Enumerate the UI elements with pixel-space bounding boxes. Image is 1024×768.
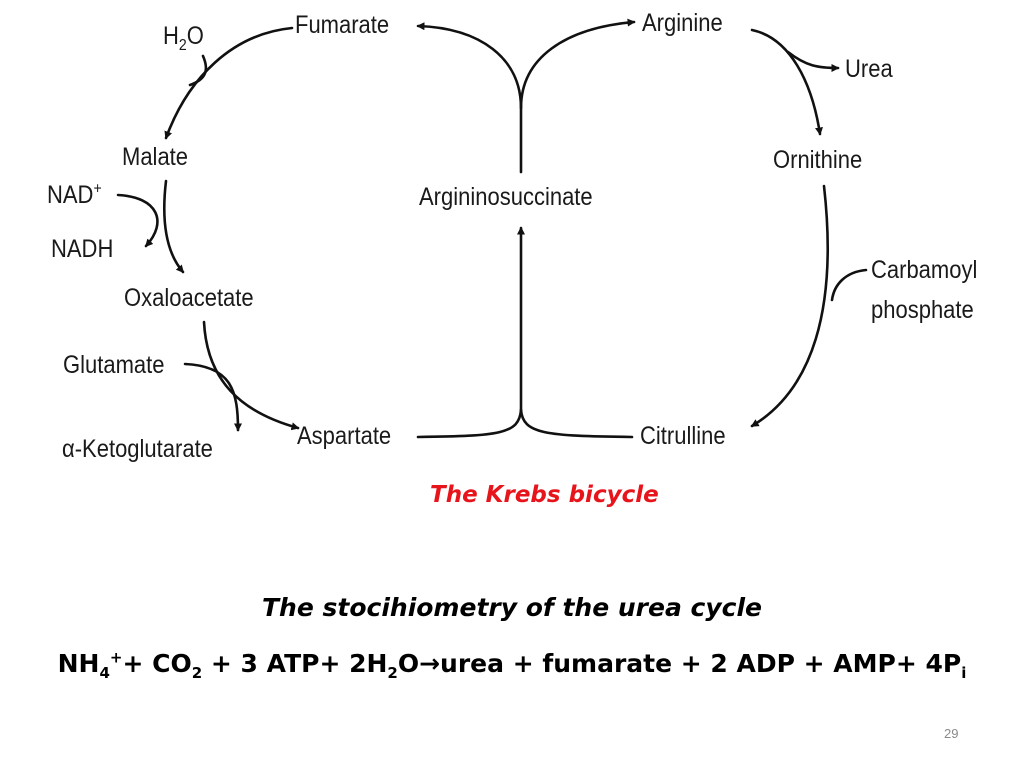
label-alpha-ketoglutarate: α-Ketoglutarate (62, 435, 213, 463)
arrow-to-urea (786, 50, 840, 72)
arrow-citrulline-merge (519, 408, 634, 439)
eq-co: + CO (122, 649, 192, 678)
arrow-ornithine-to-citrulline (750, 184, 830, 428)
arrow-malate-to-oxaloacetate (163, 179, 185, 274)
arrow-to-fumarate (416, 22, 523, 174)
label-aspartate: Aspartate (297, 422, 392, 450)
eq-nh: NH (57, 649, 100, 678)
arrow-nad-to-nadh (116, 193, 159, 248)
eq-products: O→urea + fumarate + 2 ADP + AMP+ 4P (397, 649, 962, 678)
eq-co-sub: 2 (191, 664, 203, 682)
page-number: 29 (944, 726, 959, 741)
arrow-oxaloacetate-to-aspartate (202, 320, 300, 431)
arrow-h2o-input (188, 54, 208, 87)
label-ornithine: Ornithine (773, 146, 863, 174)
arrow-arginine-to-ornithine (750, 28, 823, 136)
arrow-carbamoyl-input (830, 268, 868, 302)
arrow-glutamate-to-ketoglutarate (183, 362, 242, 432)
label-nadh: NADH (51, 235, 114, 263)
label-h2o: H2O (163, 22, 204, 54)
arrow-fumarate-to-malate (164, 26, 294, 140)
arrow-to-arginine (519, 18, 636, 110)
label-citrulline: Citrulline (640, 422, 726, 450)
label-nad-sup: + (93, 180, 102, 198)
eq-atp: + 3 ATP+ 2H (202, 649, 388, 678)
eq-pi-sub: i (961, 664, 967, 682)
label-carbamoyl: Carbamoyl (871, 256, 978, 284)
eq-nh-sup: + (109, 648, 123, 667)
eq-nh-sub: 4 (99, 664, 110, 682)
eq-h2o-sub: 2 (387, 664, 398, 682)
label-malate: Malate (122, 143, 189, 171)
label-fumarate: Fumarate (295, 11, 390, 39)
stoichiometry-subtitle: The stocihiometry of the urea cycle (261, 593, 762, 622)
label-h2o-o: O (186, 22, 204, 50)
label-glutamate: Glutamate (63, 351, 165, 379)
arrow-aspartate-merge (416, 408, 523, 439)
label-h2o-h: H (163, 22, 179, 50)
label-phosphate: phosphate (871, 296, 974, 324)
label-oxaloacetate: Oxaloacetate (124, 284, 254, 312)
label-urea: Urea (845, 55, 893, 83)
label-nad-text: NAD (47, 181, 94, 209)
urea-cycle-equation: NH4++ CO2 + 3 ATP+ 2H2O→urea + fumarate … (0, 648, 1024, 680)
label-argininosuccinate: Argininosuccinate (419, 183, 593, 211)
label-h2o-sub: 2 (178, 37, 187, 54)
label-nad-plus: NAD+ (47, 180, 102, 209)
label-arginine: Arginine (642, 9, 723, 37)
diagram-caption: The Krebs bicycle (430, 482, 659, 508)
